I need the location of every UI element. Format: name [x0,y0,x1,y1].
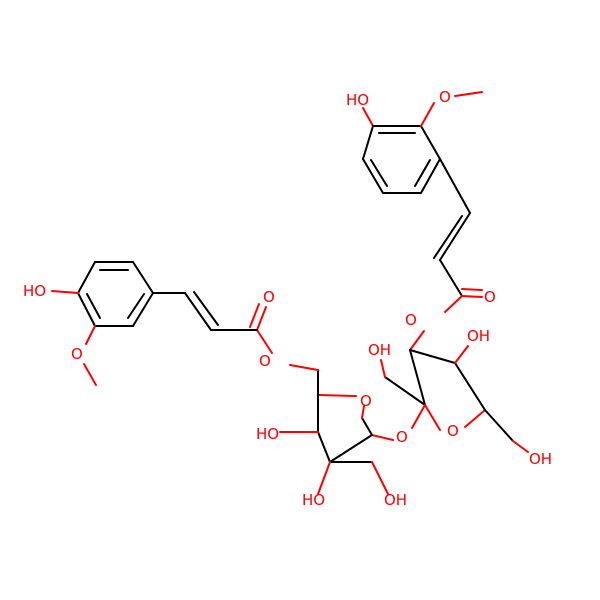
atom-label-oh-c2-pyranose: OH [384,491,407,509]
atom-label-carbonyl-o-left: O [263,288,275,306]
atom-label-methoxy-o-left: O [71,345,83,363]
atom-label-ring-o-furanose: O [447,422,459,440]
bond [86,293,101,319]
bond [414,159,431,187]
bond [454,91,483,97]
bond [380,359,386,378]
bond [433,215,463,259]
bond [329,434,373,463]
bond [439,158,471,214]
bond [362,125,374,160]
bond [409,330,425,351]
bond [132,261,154,294]
bond [384,376,426,406]
atom-label-ho-c4-pyranose: HO [256,425,279,443]
bond [85,325,96,345]
bond [317,394,357,397]
atom-label-ho-left: HO [23,282,46,300]
bond [361,417,373,436]
bond [83,363,97,386]
atom-label-ho-top: HO [346,91,369,109]
bond [132,292,154,327]
bond [77,292,96,327]
atom-label-carbonyl-o-top: O [484,288,496,306]
bond [420,158,441,194]
bond [184,292,212,331]
bond [317,431,331,463]
bond [51,290,79,294]
bond [77,261,96,294]
bond [420,125,441,160]
atom-labels: HO O O O OH OH O OH O HO O O O O HO HO O… [23,88,552,509]
atom-label-oh-c6-furanose: OH [529,450,552,468]
bond [439,259,463,297]
bond [484,409,514,442]
bond [420,102,435,127]
furanose-ring [380,345,529,453]
bond [127,293,145,319]
bond [371,434,394,441]
bond [362,107,374,127]
bond [370,159,388,187]
bond [512,440,529,453]
bond [289,364,319,371]
atom-label-oh-ch2-furanose: OH [368,341,391,359]
atom-label-oh-c4-furanose: OH [467,327,490,345]
bond [362,158,384,194]
atom-label-ester-o-c6: O [259,352,271,370]
bond [461,288,483,291]
bond [361,405,365,419]
bond [464,409,486,428]
bond [424,404,441,431]
bond [444,295,463,313]
left-feruloyl-group [51,261,267,386]
atom-label-ring-o-pyranose: O [360,392,372,410]
bond [371,461,389,495]
atom-label-ester-o-furanose: O [405,311,417,329]
bond [256,329,273,354]
bond [193,291,219,326]
bond [409,349,426,406]
pyranose-ring [256,329,394,495]
bond [454,362,486,411]
bond [409,349,456,364]
bond [256,306,267,331]
bond [439,212,471,261]
atom-label-ho-c3-pyranose: HO [302,491,325,509]
bond [249,303,260,328]
top-feruloyl-group [362,91,483,351]
bond [461,295,483,298]
atom-label-glycosidic-o: O [396,428,408,446]
atom-label-methoxy-o-top: O [439,88,451,106]
bond [454,345,469,364]
bond [411,404,426,429]
bond [317,461,331,495]
